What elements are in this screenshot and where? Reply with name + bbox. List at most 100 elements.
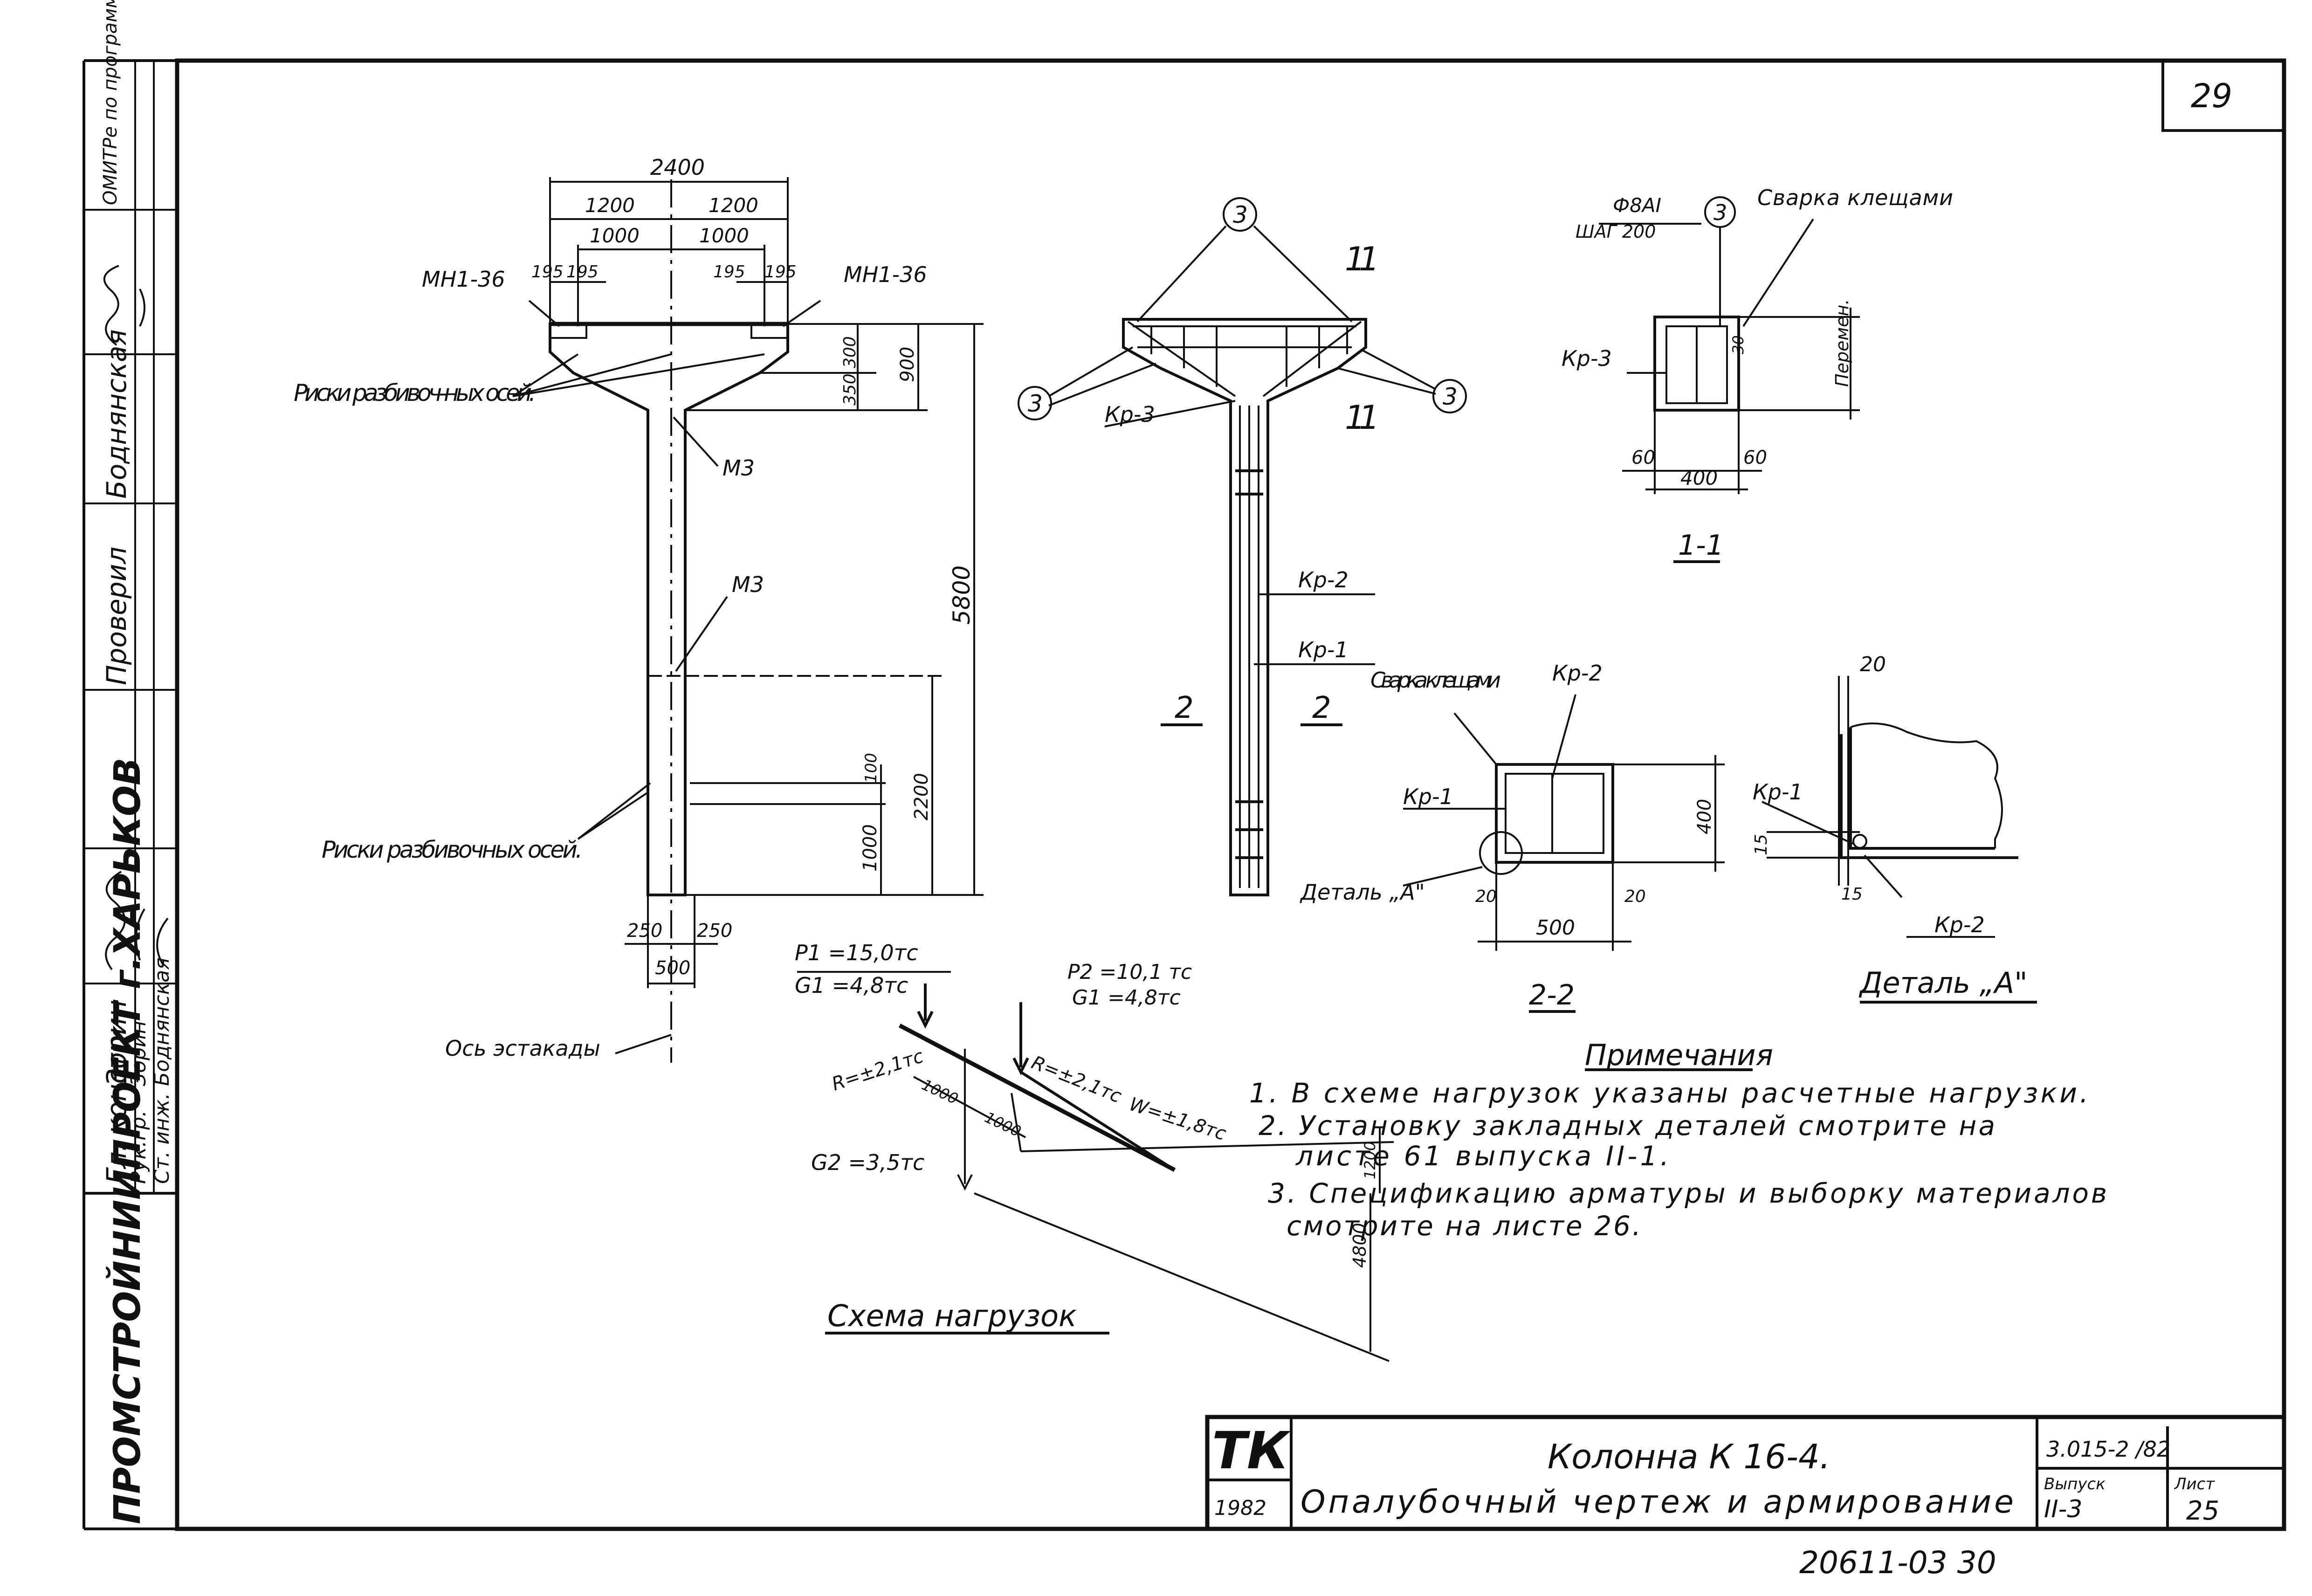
title-block — [1205, 1415, 2286, 1531]
load-scheme — [797, 971, 1394, 1362]
section-mark-1: 1 — [1359, 240, 1380, 278]
rebar-step: ШАГ 200 — [1576, 221, 1656, 242]
notes-heading: Примечания — [1585, 1038, 1773, 1072]
issue-value: II-3 — [2044, 1495, 2083, 1523]
name-chief: Зорин — [101, 1000, 132, 1086]
svg-text:1200: 1200 — [709, 194, 758, 217]
svg-text:1000: 1000 — [919, 1076, 961, 1108]
weld-label: Сварка клещами — [1757, 185, 1953, 210]
svg-text:100: 100 — [862, 753, 881, 783]
svg-text:300: 300 — [840, 336, 860, 368]
svg-text:20: 20 — [1475, 887, 1497, 906]
svg-text:900: 900 — [897, 347, 918, 382]
section-2-2 — [1403, 694, 1725, 1013]
mn-left-label: МН1-36 — [422, 267, 505, 292]
column-elevation: 2400 1200 1200 1000 1000 195 195 195 195… — [512, 155, 984, 1063]
logo: ТК — [1212, 1421, 1291, 1480]
note-2: 2. Установку закладных деталей смотрите … — [1259, 1110, 1995, 1142]
name-group: Зорин — [127, 1021, 151, 1086]
reinforcement-view — [1018, 197, 1467, 896]
drawing-code: 3.015-2 /82 — [2046, 1437, 2170, 1462]
kr2-label-detail: Кр-2 — [1934, 912, 1985, 937]
section-1-1-title: 1-1 — [1678, 529, 1724, 562]
kr1-label: Кр-1 — [1298, 637, 1349, 662]
svg-text:60: 60 — [1743, 447, 1767, 468]
marks-bottom-label: Риски разбивочных осей. — [322, 836, 583, 863]
svg-text:1000: 1000 — [860, 824, 881, 872]
svg-text:2400: 2400 — [650, 155, 705, 180]
detail-a-ref: Деталь „А" — [1300, 880, 1425, 905]
svg-text:500: 500 — [1536, 916, 1575, 940]
callout-3: 3 — [1028, 390, 1043, 417]
svg-text:500: 500 — [655, 957, 690, 979]
title-main: Колонна К 16-4. — [1548, 1437, 1830, 1476]
svg-text:1200: 1200 — [1361, 1142, 1379, 1179]
svg-text:2200: 2200 — [911, 773, 932, 820]
detail-a-title: Деталь „А" — [1858, 966, 2028, 1000]
load-g2: G2 =3,5тс — [811, 1150, 924, 1175]
load-g1b: G1 =4,8тс — [1072, 986, 1181, 1010]
load-w: W=±1,8тс — [1127, 1094, 1229, 1145]
svg-text:195: 195 — [713, 262, 745, 282]
load-p1: P1 =15,0тс — [795, 940, 918, 965]
weld-label-22: Сварка клещами — [1370, 667, 1501, 693]
section-mark-1: 1 — [1345, 240, 1366, 278]
m3-label-b: М3 — [732, 572, 764, 597]
role-chief: Гл. констр — [101, 1036, 132, 1184]
role-engineer: Ст. инж. — [150, 1093, 174, 1184]
load-scheme-title: Схема нагрузок — [827, 1299, 1077, 1334]
sheet-label: Лист — [2174, 1475, 2215, 1493]
svg-text:400: 400 — [1680, 467, 1718, 489]
svg-text:20: 20 — [1624, 887, 1646, 906]
kr3-label: Кр-3 — [1562, 346, 1612, 371]
m3-label-a: М3 — [722, 455, 755, 481]
svg-text:1200: 1200 — [585, 194, 635, 217]
bottom-code: 20611-03 30 — [1799, 1545, 1996, 1581]
callout-3: 3 — [1443, 383, 1458, 410]
sheet-number-box — [2161, 59, 2285, 132]
load-p2: P2 =10,1 тс — [1067, 960, 1192, 984]
note-1: 1. В схеме нагрузок указаны расчетные на… — [1249, 1077, 2088, 1109]
signature — [105, 871, 169, 970]
svg-text:195: 195 — [566, 262, 599, 282]
section-1-1 — [1599, 196, 1860, 563]
svg-text:250: 250 — [627, 920, 662, 942]
svg-text:400: 400 — [1694, 799, 1715, 834]
callout-3: 3 — [1713, 200, 1727, 225]
svg-text:15: 15 — [1841, 885, 1863, 904]
callout-3: 3 — [1233, 201, 1248, 228]
title-subtitle: Опалубочный чертеж и армирование — [1300, 1484, 2014, 1520]
kr1-label-22: Кр-1 — [1403, 784, 1453, 809]
svg-text:1000: 1000 — [982, 1108, 1024, 1141]
svg-text:4800: 4800 — [1349, 1223, 1370, 1268]
svg-text:1000: 1000 — [699, 224, 749, 247]
marks-top-label: Риски разбивоч-ных осей. — [294, 379, 536, 406]
note-3: 3. Спецификацию арматуры и выборку матер… — [1268, 1177, 2107, 1209]
svg-text:250: 250 — [697, 920, 732, 942]
section-mark-2: 2 — [1312, 691, 1331, 725]
svg-text:350: 350 — [840, 373, 860, 406]
reviewer-note: ОМИТРе по программе КВС — [100, 0, 121, 205]
note-3b: смотрите на листе 26. — [1287, 1210, 1641, 1242]
issue-label: Выпуск — [2044, 1475, 2106, 1493]
name-engineer: Боднянская — [150, 957, 174, 1086]
svg-text:195: 195 — [531, 262, 564, 282]
detail-a — [1762, 676, 2037, 1004]
svg-text:195: 195 — [764, 262, 797, 282]
section-mark-2: 2 — [1175, 691, 1194, 725]
svg-text:30: 30 — [1729, 335, 1747, 354]
svg-text:20: 20 — [1860, 653, 1886, 676]
svg-text:60: 60 — [1631, 447, 1655, 468]
title-year: 1982 — [1214, 1496, 1266, 1520]
kr3-label: Кр-3 — [1105, 402, 1155, 427]
svg-text:1000: 1000 — [590, 224, 640, 247]
role-group: Рук.гр. — [127, 1110, 151, 1184]
svg-text:15: 15 — [1752, 834, 1771, 855]
section-2-2-title: 2-2 — [1529, 979, 1575, 1011]
kr1-label-detail: Кр-1 — [1753, 779, 1803, 805]
svg-text:5800: 5800 — [948, 565, 975, 625]
checked-label: Проверил — [101, 547, 132, 685]
section-mark-1: 1 — [1345, 399, 1366, 437]
sheet-value: 25 — [2186, 1496, 2219, 1526]
